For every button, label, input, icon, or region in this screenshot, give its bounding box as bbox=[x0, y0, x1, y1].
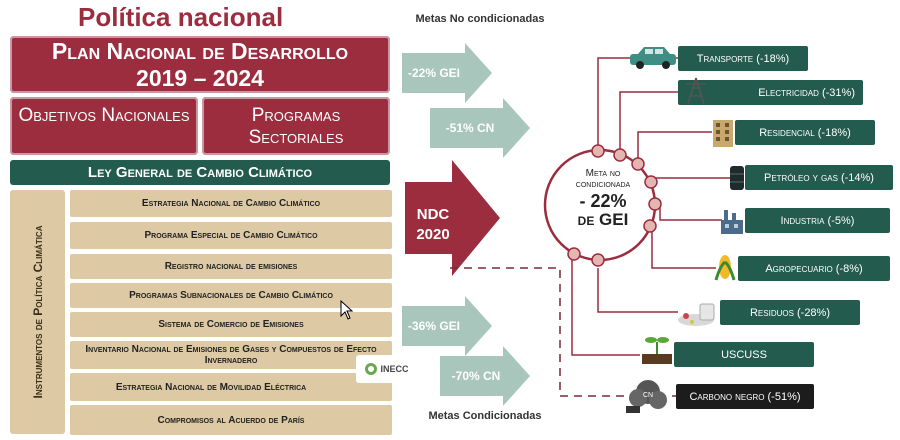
arrow-70-cn bbox=[440, 346, 530, 406]
trash-icon bbox=[678, 303, 715, 326]
metas-no-condicionadas-label: Metas No condicionadas bbox=[415, 13, 545, 25]
ley-general-bar: Ley General de Cambio Climático bbox=[10, 160, 390, 185]
smoke-icon: CN bbox=[626, 380, 667, 413]
instrumento-item: Compromisos al Acuerdo de París bbox=[70, 405, 392, 435]
objetivos-box: Objetivos Nacionales bbox=[10, 97, 198, 155]
factory-icon bbox=[721, 210, 743, 234]
page-title: Política nacional bbox=[78, 2, 284, 32]
car-icon bbox=[630, 47, 676, 69]
arrow-51-cn bbox=[430, 98, 530, 158]
arrow-22-gei bbox=[402, 43, 492, 103]
meta-circle-text: Meta no condicionada - 22% de GEI bbox=[548, 168, 658, 229]
arrow-label-36-gei: -36% GEI bbox=[407, 319, 461, 333]
oil-barrel-icon bbox=[730, 166, 744, 190]
instrumento-item: Programa Especial de Cambio Climático bbox=[70, 222, 392, 249]
instrumentos-side-label: Instrumentos de Política Climática bbox=[10, 190, 65, 434]
conditional-dashed-line bbox=[450, 267, 676, 397]
svg-text:CN: CN bbox=[643, 392, 653, 399]
arrow-36-gei bbox=[402, 296, 492, 356]
plan-nacional-box: Plan Nacional de Desarrollo 2019 – 2024 bbox=[10, 36, 390, 93]
mouse-cursor-icon bbox=[340, 300, 354, 320]
instrumento-item: Estrategia Nacional de Movilidad Eléctri… bbox=[70, 373, 392, 401]
building-icon bbox=[713, 120, 733, 147]
circle-unit: de GEI bbox=[577, 210, 629, 229]
circle-value: - 22% bbox=[579, 191, 627, 211]
sector-industria: Industria (-5%) bbox=[745, 208, 890, 233]
inecc-logo-icon bbox=[365, 363, 378, 375]
instrumento-item: Programas Subnacionales de Cambio Climát… bbox=[70, 283, 392, 308]
instrumento-item: Registro nacional de emisiones bbox=[70, 254, 392, 279]
metas-condicionadas-label: Metas Condicionadas bbox=[428, 410, 542, 422]
sprout-icon bbox=[642, 337, 672, 364]
arrow-label-51-cn: -51% CN bbox=[445, 121, 495, 135]
sector-agropecuario: Agropecuario (-8%) bbox=[738, 256, 890, 281]
power-tower-icon bbox=[686, 77, 706, 105]
programas-box: Programas Sectoriales bbox=[202, 97, 390, 155]
sector-carbono-negro: Carbono negro (-51%) bbox=[676, 384, 814, 409]
instrumento-item: Inventario Nacional de Emisiones de Gase… bbox=[70, 341, 392, 369]
instrumentos-label-text: Instrumentos de Política Climática bbox=[30, 225, 45, 399]
sector-uscuss: USCUSS bbox=[674, 342, 814, 367]
plan-title: Plan Nacional de Desarrollo bbox=[51, 38, 349, 64]
corn-icon bbox=[714, 255, 736, 281]
arrow-label-70-cn: -70% CN bbox=[451, 369, 501, 383]
arrow-ndc bbox=[405, 160, 500, 276]
instrumento-item: Estrategia Nacional de Cambio Climático bbox=[70, 190, 392, 217]
sector-transporte: Transporte (-18%) bbox=[678, 46, 808, 71]
sector-residencial: Residencial (-18%) bbox=[735, 120, 875, 145]
sector-residuos: Residuos (-28%) bbox=[720, 300, 860, 325]
arrow-label-22-gei: -22% GEI bbox=[407, 66, 461, 80]
circle-caption: Meta no condicionada bbox=[575, 168, 631, 190]
inecc-logo: INECC bbox=[356, 355, 418, 383]
sector-petroleo: Petróleo y gas (-14%) bbox=[745, 165, 893, 190]
inecc-text: INECC bbox=[380, 364, 409, 374]
arrow-label-ndc: NDC 2020 bbox=[416, 206, 450, 243]
plan-years: 2019 – 2024 bbox=[136, 65, 264, 91]
circle-nodes bbox=[567, 144, 662, 267]
instrumento-item: Sistema de Comercio de Emisiones bbox=[70, 312, 392, 337]
sector-electricidad: Electricidad (-31%) bbox=[678, 80, 863, 105]
